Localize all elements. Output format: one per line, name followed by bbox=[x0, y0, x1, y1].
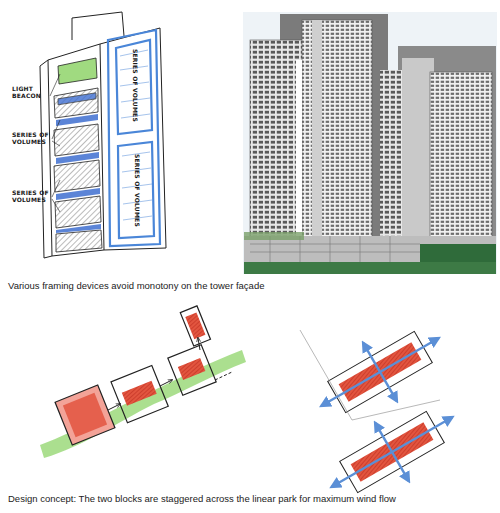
sketch-label: LIGHT BEACON bbox=[12, 86, 50, 100]
sketch-label: SERIES OF VOLUMES bbox=[12, 132, 52, 146]
sketch-label: SERIES OF VOLUMES bbox=[131, 49, 138, 122]
sketch-label: SERIES OF VOLUMES bbox=[133, 154, 140, 227]
caption: Design concept: The two blocks are stagg… bbox=[8, 493, 396, 504]
caption: Various framing devices avoid monotony o… bbox=[8, 280, 264, 291]
sketch-label: SERIES OF VOLUMES bbox=[12, 190, 52, 204]
